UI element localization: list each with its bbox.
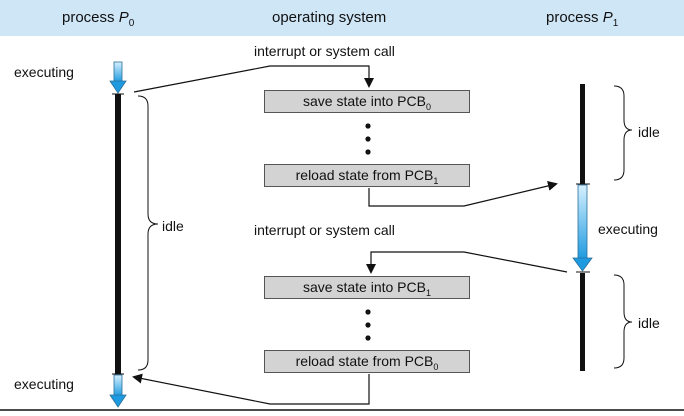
label-interrupt-mid: interrupt or system call — [254, 222, 395, 238]
box-reload-state-pcb1: reload state from PCB1 — [264, 164, 470, 187]
box-reload-state-pcb0: reload state from PCB0 — [264, 350, 470, 373]
box-save-pcb0-text: save state into PCB — [303, 93, 426, 109]
label-executing-p1: executing — [598, 221, 658, 237]
box-save-pcb1-sub: 1 — [425, 287, 431, 298]
label-executing-p0-bottom: executing — [14, 376, 74, 392]
arrow-os-to-p0 — [132, 373, 370, 405]
p1-idle-bar-top — [580, 84, 585, 184]
label-idle-p0: idle — [162, 218, 184, 234]
box-reload-pcb0-text: reload state from PCB — [295, 353, 434, 369]
p1-executing-arrow — [572, 184, 593, 272]
header-p0-var: P — [118, 9, 129, 26]
header-p1-var: P — [602, 9, 613, 26]
box-save-state-pcb0: save state into PCB0 — [264, 90, 470, 113]
header-band — [0, 0, 684, 36]
arrow-p0-to-os — [133, 65, 374, 93]
box-save-pcb0-sub: 0 — [425, 101, 431, 112]
box-reload-pcb1-sub: 1 — [433, 175, 439, 186]
arrow-os-to-p1 — [368, 180, 558, 207]
label-interrupt-top: interrupt or system call — [254, 43, 395, 59]
p1-idle-bar-bottom — [580, 273, 585, 371]
header-p0-prefix: process — [62, 9, 119, 26]
header-p1-sub: 1 — [612, 18, 619, 29]
header-p0-sub: 0 — [128, 18, 135, 29]
p1-idle-brace-bottom — [613, 274, 633, 369]
header-p1-prefix: process — [546, 9, 603, 26]
label-idle-p1-bottom: idle — [638, 315, 660, 331]
label-idle-p1-top: idle — [638, 124, 660, 140]
header-process-p0: process P0 — [62, 9, 134, 29]
dots-bottom — [365, 309, 371, 341]
header-process-p1: process P1 — [546, 9, 618, 29]
p0-executing-arrow-top — [109, 61, 127, 94]
label-executing-p0-top: executing — [14, 64, 74, 80]
box-save-state-pcb1: save state into PCB1 — [264, 276, 470, 299]
dots-top — [365, 123, 371, 155]
arrow-p1-to-os — [366, 251, 568, 274]
p1-idle-brace-top — [613, 85, 633, 181]
box-reload-pcb1-text: reload state from PCB — [295, 167, 434, 183]
header-operating-system: operating system — [272, 9, 387, 26]
box-reload-pcb0-sub: 0 — [433, 361, 439, 372]
box-save-pcb1-text: save state into PCB — [303, 279, 426, 295]
p0-idle-bar — [115, 94, 121, 374]
p0-executing-arrow-bottom — [109, 374, 127, 408]
p0-idle-brace — [137, 95, 159, 371]
